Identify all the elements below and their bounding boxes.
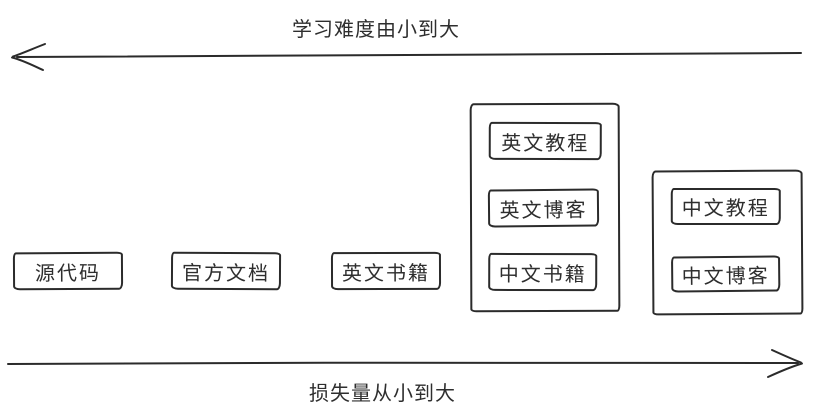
node-chinese-tutorials: 中文教程 [670, 187, 781, 226]
node-english-books-label: 英文书籍 [341, 262, 431, 285]
difficulty-axis-arrow-left [11, 43, 802, 71]
node-chinese-books-label: 中文书籍 [498, 263, 587, 286]
node-source-code-label: 源代码 [34, 262, 102, 285]
node-official-docs-label: 官方文档 [181, 262, 271, 285]
group-chinese-resources: 中文教程 中文博客 [651, 169, 804, 316]
node-chinese-books: 中文书籍 [488, 252, 598, 292]
node-english-tutorials-label: 英文教程 [501, 132, 590, 155]
node-official-docs: 官方文档 [170, 251, 282, 291]
node-source-code: 源代码 [12, 251, 124, 291]
difficulty-axis-label: 学习难度由小到大 [292, 19, 460, 41]
node-english-tutorials: 英文教程 [488, 121, 602, 161]
loss-axis-label: 损失量从小到大 [309, 383, 456, 405]
loss-axis-arrow-right [7, 349, 803, 378]
node-chinese-blogs-label: 中文博客 [681, 265, 770, 288]
node-chinese-tutorials-label: 中文教程 [681, 197, 770, 221]
node-english-blogs: 英文博客 [487, 188, 600, 228]
node-english-books: 英文书籍 [330, 251, 442, 291]
node-english-blogs-label: 英文博客 [499, 199, 588, 222]
node-chinese-blogs: 中文博客 [671, 255, 781, 293]
group-english-resources: 英文教程 英文博客 中文书籍 [469, 102, 621, 313]
